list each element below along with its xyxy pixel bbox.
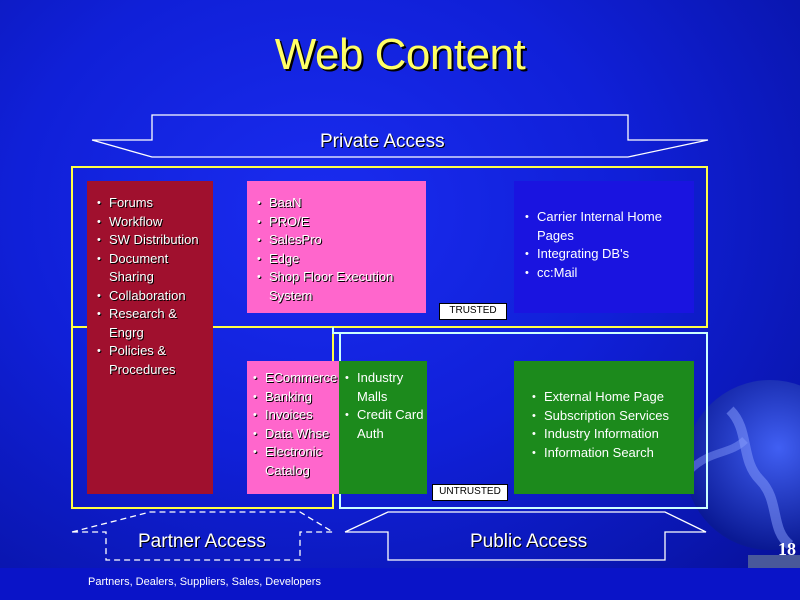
list-item: Data Whse [253, 425, 337, 444]
list-item: Information Search [532, 444, 686, 463]
list-item: ECommerce [253, 369, 337, 388]
list-item: Industry Information [532, 425, 686, 444]
list-item: Credit Card Auth [345, 406, 425, 443]
private-access-label: Private Access [320, 131, 445, 152]
partner-access-label: Partner Access [138, 531, 266, 552]
list-item: Carrier Internal Home Pages [525, 208, 686, 245]
list-item: Industry Malls [345, 369, 425, 406]
globe-icon [685, 380, 800, 570]
public-pages-box: External Home Page Subscription Services… [514, 361, 694, 494]
trusted-zone-border [71, 166, 708, 328]
footer-bar [0, 568, 800, 600]
list-item: Research & Engrg [97, 305, 205, 342]
footer-note: Partners, Dealers, Suppliers, Sales, Dev… [88, 576, 321, 588]
list-item: External Home Page [532, 388, 686, 407]
internal-pages-box: Carrier Internal Home Pages Integrating … [514, 181, 694, 313]
trusted-badge: TRUSTED [439, 303, 507, 320]
list-item: Policies & Procedures [97, 342, 205, 379]
list-item: Workflow [97, 213, 205, 232]
list-item: PRO/E [257, 213, 418, 232]
industry-malls-box: Industry Malls Credit Card Auth [339, 361, 427, 494]
list-item: Subscription Services [532, 407, 686, 426]
list-item: Shop Floor Execution System [257, 268, 418, 305]
private-access-arrow [91, 114, 709, 158]
list-item: SW Distribution [97, 231, 205, 250]
collaboration-box: Forums Workflow SW Distribution Document… [87, 181, 213, 494]
untrusted-badge: UNTRUSTED [432, 484, 508, 501]
list-item: SalesPro [257, 231, 418, 250]
list-item: Electronic Catalog [253, 443, 337, 480]
page-number: 18 [778, 539, 796, 559]
list-item: Integrating DB's [525, 245, 686, 264]
list-item: Edge [257, 250, 418, 269]
list-item: Banking [253, 388, 337, 407]
list-item: Forums [97, 194, 205, 213]
slide-title: Web Content [274, 30, 526, 79]
list-item: Document Sharing [97, 250, 205, 287]
partner-access-arrow [71, 511, 336, 561]
list-item: cc:Mail [525, 264, 686, 283]
list-item: Invoices [253, 406, 337, 425]
list-item: Collaboration [97, 287, 205, 306]
public-access-arrow [344, 511, 707, 561]
list-item: BaaN [257, 194, 418, 213]
enterprise-apps-box: BaaN PRO/E SalesPro Edge Shop Floor Exec… [247, 181, 426, 313]
public-access-label: Public Access [470, 531, 588, 552]
ecommerce-box: ECommerce Banking Invoices Data Whse Ele… [247, 361, 339, 494]
